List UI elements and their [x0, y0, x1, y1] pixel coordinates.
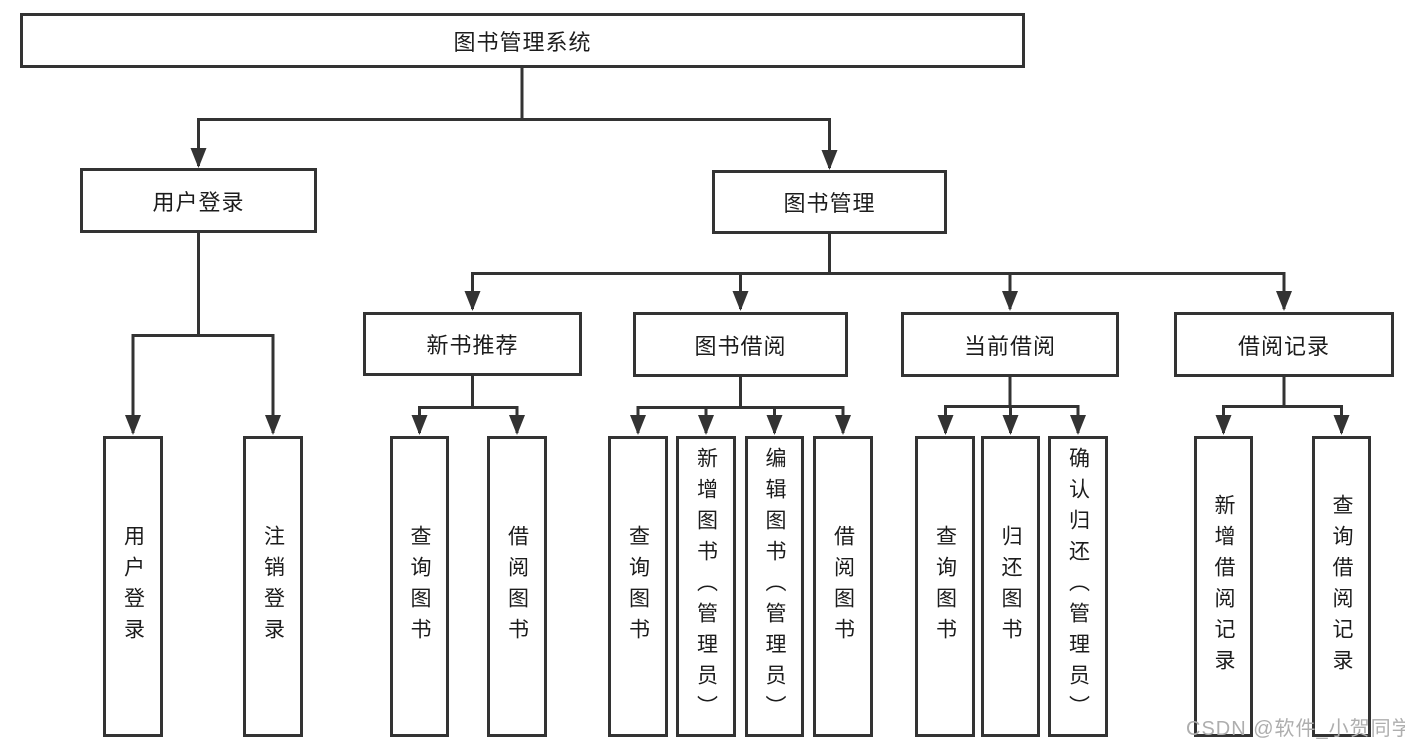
node-label: 查询借阅记录	[1330, 493, 1353, 680]
node-label: 新书推荐	[426, 333, 519, 358]
leaf-add-borrow-record: 新增借阅记录	[1194, 436, 1253, 737]
node-label: 用户登录	[121, 524, 145, 649]
leaf-add-book-admin: 新增图书（管理员）	[676, 436, 736, 737]
node-label: 编辑图书（管理员）	[763, 447, 786, 726]
node-label: 查询图书	[408, 524, 431, 649]
node-borrow-records: 借阅记录	[1174, 312, 1394, 377]
node-label: 借阅图书	[505, 524, 529, 649]
leaf-logout: 注销登录	[243, 436, 303, 737]
node-user-login: 用户登录	[80, 168, 317, 233]
leaf-query-borrow-record: 查询借阅记录	[1312, 436, 1371, 737]
node-label: 当前借阅	[963, 333, 1056, 359]
node-root: 图书管理系统	[20, 13, 1025, 68]
leaf-confirm-return-admin: 确认归还（管理员）	[1048, 436, 1108, 737]
node-label: 查询图书	[626, 524, 650, 649]
watermark: CSDN @软件_小贺同学	[1186, 718, 1405, 740]
node-label: 新增图书（管理员）	[694, 447, 718, 726]
node-label: 注销登录	[261, 524, 285, 649]
node-label: 新增借阅记录	[1212, 493, 1235, 680]
node-new-book-recommend: 新书推荐	[363, 312, 582, 376]
node-book-management: 图书管理	[712, 170, 947, 234]
node-label: 用户登录	[152, 189, 245, 215]
leaf-edit-book-admin: 编辑图书（管理员）	[745, 436, 804, 737]
leaf-query-books-borrowing: 查询图书	[608, 436, 668, 737]
node-label: 归还图书	[999, 524, 1022, 649]
node-label: 图书借阅	[694, 333, 787, 359]
node-label: 借阅图书	[831, 524, 855, 649]
leaf-query-books-recommend: 查询图书	[390, 436, 449, 737]
leaf-borrow-books-borrowing: 借阅图书	[813, 436, 873, 737]
leaf-return-books: 归还图书	[981, 436, 1040, 737]
leaf-borrow-books-recommend: 借阅图书	[487, 436, 547, 737]
leaf-query-books-current: 查询图书	[915, 436, 975, 737]
node-label: 查询图书	[933, 524, 957, 649]
node-label: 借阅记录	[1237, 333, 1330, 359]
node-label: 确认归还（管理员）	[1066, 447, 1090, 726]
node-label: 图书管理系统	[453, 29, 592, 55]
node-book-borrowing: 图书借阅	[633, 312, 848, 377]
node-label: 图书管理	[783, 191, 876, 216]
leaf-user-login: 用户登录	[103, 436, 163, 737]
node-current-borrowing: 当前借阅	[901, 312, 1119, 377]
